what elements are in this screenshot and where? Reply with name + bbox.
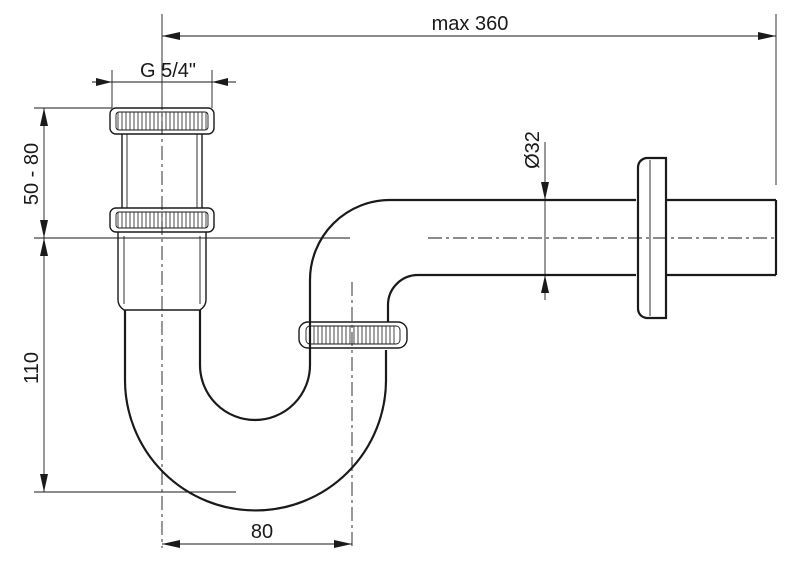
dimension-vertical: 50 - 80 110 <box>21 107 350 493</box>
outlet-tube <box>666 198 778 277</box>
dimension-horizontal-offset: 80 <box>162 521 352 548</box>
wall-rosette <box>636 156 668 320</box>
horizontal-offset-label: 80 <box>251 521 273 543</box>
upper-tube <box>121 134 203 208</box>
bend-union-nut <box>298 321 408 349</box>
vertical-depth-label: 110 <box>21 352 43 384</box>
siphon-body <box>109 107 778 512</box>
height-range-label: 50 - 80 <box>21 143 43 205</box>
center-lines <box>161 96 776 548</box>
outlet-bend <box>308 198 636 322</box>
u-bend <box>123 310 388 512</box>
diameter-label: Ø32 <box>522 131 544 169</box>
dimension-max-length: max 360 <box>161 13 777 185</box>
max-length-label: max 360 <box>432 13 509 35</box>
dimension-diameter: Ø32 <box>522 131 549 300</box>
dimension-thread: G 5/4" <box>92 60 236 108</box>
thread-label: G 5/4" <box>140 60 196 82</box>
nut-knurling <box>117 112 395 344</box>
